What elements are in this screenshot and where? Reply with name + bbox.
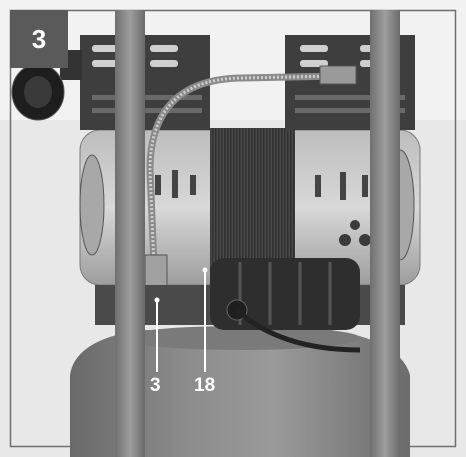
left-handle-bar	[115, 10, 145, 457]
air-tank	[70, 326, 410, 457]
callout-label-3: 3	[150, 375, 161, 396]
power-cable	[235, 308, 361, 353]
step-number-badge: 3	[10, 10, 68, 68]
callout-label-18: 18	[194, 375, 216, 396]
hose-fitting-top	[319, 65, 357, 85]
pressure-switch	[210, 258, 360, 330]
pressure-knob	[11, 50, 82, 121]
right-handle-bar	[370, 10, 400, 457]
